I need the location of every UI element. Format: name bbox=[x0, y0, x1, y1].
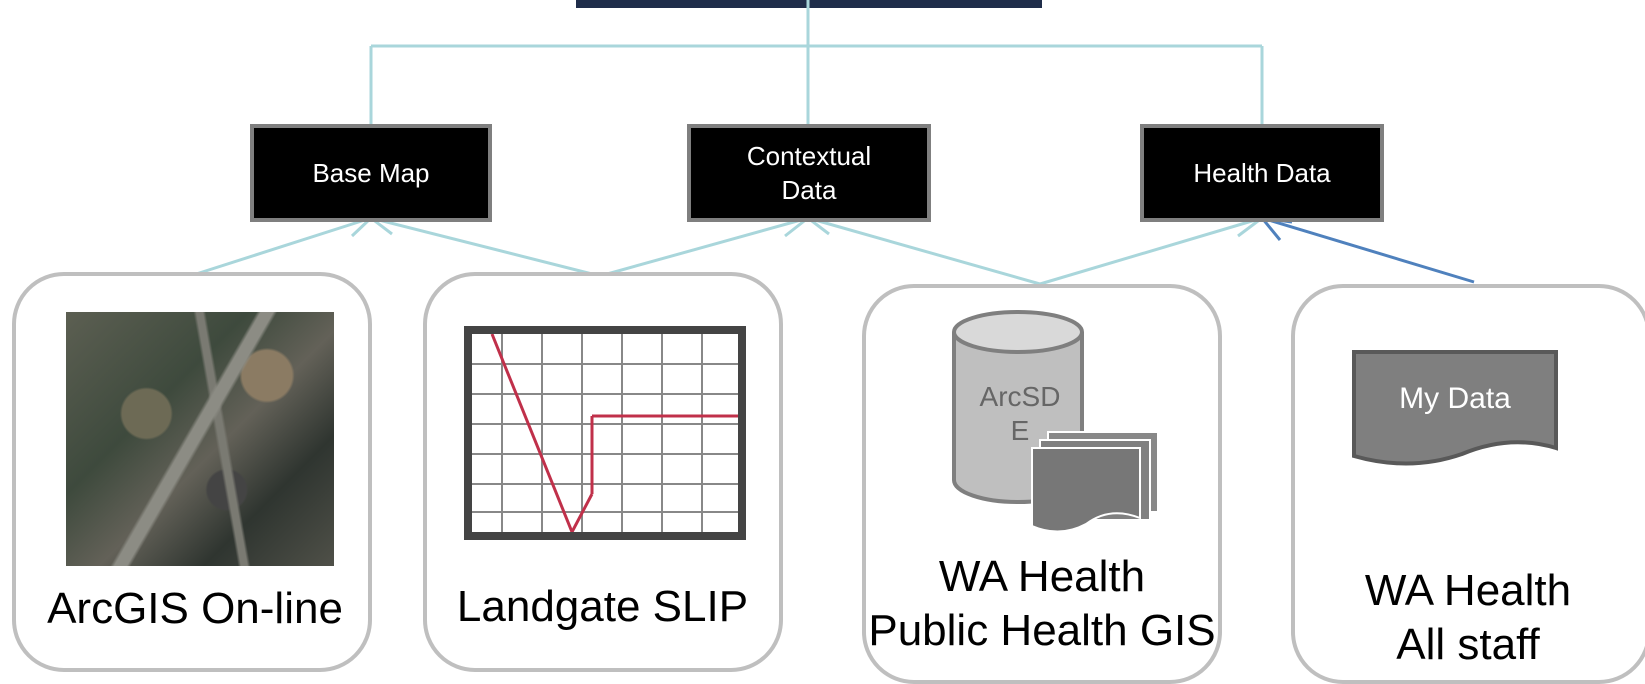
category-health-data: Health Data bbox=[1140, 124, 1384, 222]
database-label: ArcSD E bbox=[979, 381, 1061, 446]
source-label-arcgis-online: ArcGIS On-line bbox=[47, 584, 343, 633]
document-label: My Data bbox=[1399, 382, 1511, 415]
category-base-map-label: Base Map bbox=[312, 158, 430, 188]
category-base-map: Base Map bbox=[250, 124, 492, 222]
document-stack-icon bbox=[1031, 431, 1159, 533]
category-health-data-label: Health Data bbox=[1193, 158, 1331, 188]
street-map-thumbnail bbox=[464, 326, 746, 540]
document-icon bbox=[1352, 350, 1558, 466]
category-contextual-data: Contextual Data bbox=[687, 124, 931, 222]
category-contextual-data-label: Contextual Data bbox=[746, 141, 872, 205]
database-icon bbox=[952, 310, 1159, 533]
source-label-wa-health-public: WA Health Public Health GIS bbox=[868, 552, 1216, 655]
source-label-wa-health-staff: WA Health All staff bbox=[1364, 566, 1572, 669]
aerial-imagery-thumbnail bbox=[66, 312, 334, 566]
source-label-landgate-slip: Landgate SLIP bbox=[456, 582, 749, 631]
